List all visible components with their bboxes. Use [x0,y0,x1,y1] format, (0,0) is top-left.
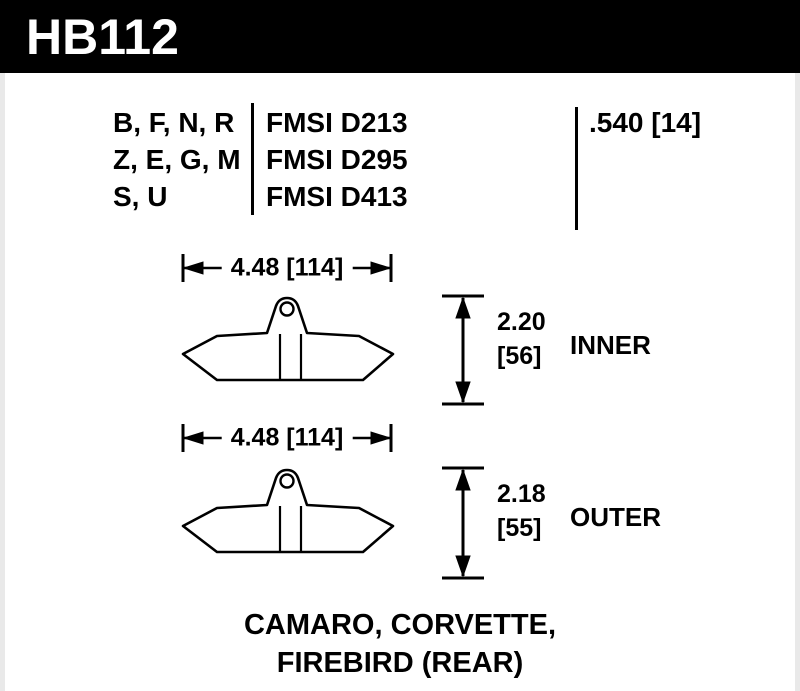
pad-width-label: 4.48 [114] [221,253,353,283]
width-dimension-inner: 4.48 [114] [181,253,393,283]
pad-width-label: 4.48 [114] [221,423,353,453]
compound-row: Z, E, G, M [113,144,241,175]
pad-mounting-hole-icon [279,473,295,489]
fmsi-row: FMSI D413 [266,181,408,212]
application-line1: CAMARO, CORVETTE, [243,609,557,641]
application-line2: FIREBIRD (REAR) [276,647,524,679]
pad-thickness: .540 [14] [589,107,702,138]
pad-height-mm: [56] [497,342,542,370]
page-left-edge [0,0,5,691]
page-right-edge [795,0,800,691]
part-number: HB112 [26,8,179,65]
pad-position-label: OUTER [570,502,661,532]
compound-row: B, F, N, R [113,107,235,138]
table-divider [251,103,254,215]
pad-mounting-hole-icon [279,301,295,317]
pad-height-value: 2.20 [497,308,546,336]
pad-height-mm: [55] [497,514,542,542]
table-divider [575,107,578,230]
height-dimension-arrow-outer-icon [442,466,484,580]
compound-row: S, U [113,181,168,212]
width-dimension-outer: 4.48 [114] [181,423,393,453]
brake-pad-drawing-inner [181,296,395,382]
header-bar: HB112 [0,0,800,73]
pad-height-value: 2.18 [497,480,546,508]
height-dimension-arrow-inner-icon [442,294,484,406]
brake-pad-drawing-outer [181,468,395,554]
fmsi-row: FMSI D295 [266,144,408,175]
pad-position-label: INNER [570,330,651,360]
fmsi-row: FMSI D213 [266,107,408,138]
